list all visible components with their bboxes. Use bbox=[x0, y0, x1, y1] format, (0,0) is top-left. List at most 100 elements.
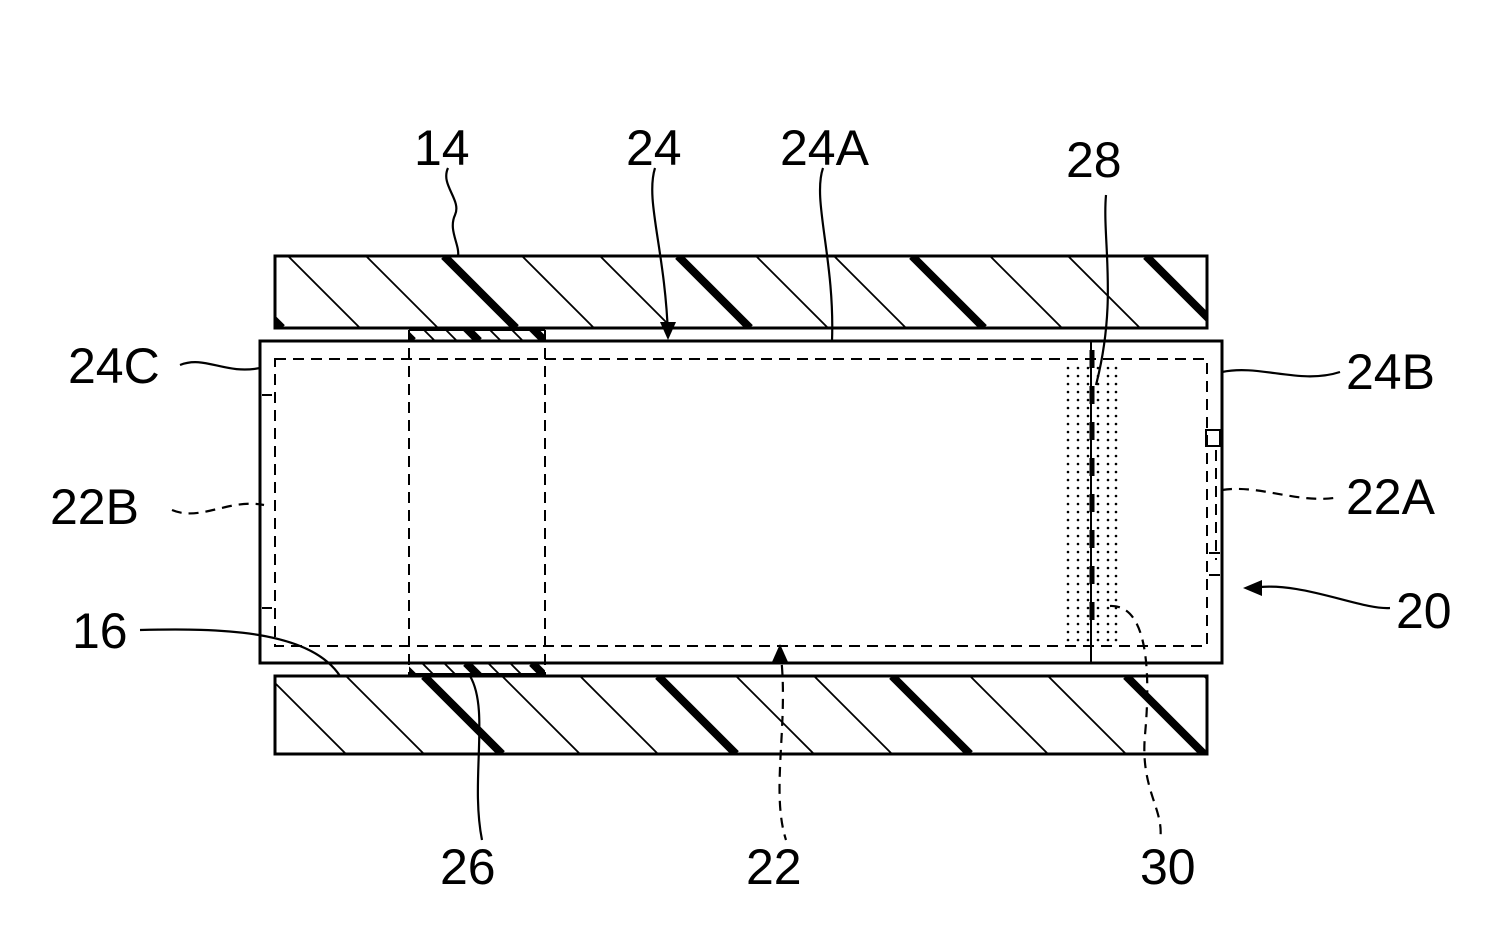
dot bbox=[1115, 399, 1118, 402]
label-24B: 24B bbox=[1346, 344, 1435, 400]
dot bbox=[1077, 471, 1080, 474]
dot bbox=[1067, 615, 1070, 618]
label-30: 30 bbox=[1140, 839, 1196, 895]
dot bbox=[1087, 423, 1090, 426]
dot bbox=[1067, 527, 1070, 530]
dot bbox=[1087, 575, 1090, 578]
dot bbox=[1115, 543, 1118, 546]
dot bbox=[1107, 535, 1110, 538]
dot bbox=[1115, 567, 1118, 570]
dot bbox=[1067, 551, 1070, 554]
dot bbox=[1087, 639, 1090, 642]
dot bbox=[1107, 455, 1110, 458]
dot bbox=[1067, 391, 1070, 394]
dot bbox=[1077, 391, 1080, 394]
dot bbox=[1115, 559, 1118, 562]
dot bbox=[1077, 447, 1080, 450]
dot bbox=[1087, 439, 1090, 442]
dot bbox=[1097, 503, 1100, 506]
hatch-line bbox=[444, 256, 516, 328]
dot bbox=[1115, 599, 1118, 602]
dot bbox=[1097, 519, 1100, 522]
pad-region-26 bbox=[409, 330, 545, 676]
label-16: 16 bbox=[72, 603, 128, 659]
dot bbox=[1097, 447, 1100, 450]
dot bbox=[1087, 391, 1090, 394]
dot bbox=[1107, 495, 1110, 498]
hatch-line bbox=[288, 256, 360, 328]
dot bbox=[1077, 559, 1080, 562]
dot bbox=[1077, 567, 1080, 570]
dot bbox=[1087, 535, 1090, 538]
dot bbox=[1097, 623, 1100, 626]
dot bbox=[1097, 535, 1100, 538]
dot bbox=[1087, 623, 1090, 626]
dot bbox=[1097, 391, 1100, 394]
dot bbox=[1097, 543, 1100, 546]
dot bbox=[1097, 599, 1100, 602]
hatch-line bbox=[210, 256, 282, 328]
lower-plate-16 bbox=[190, 676, 1282, 754]
hatch-line bbox=[1204, 676, 1282, 754]
dot bbox=[1077, 487, 1080, 490]
label-26: 26 bbox=[440, 839, 496, 895]
dot bbox=[1107, 567, 1110, 570]
dot bbox=[1107, 479, 1110, 482]
hatch-line bbox=[502, 676, 580, 754]
dot bbox=[1067, 455, 1070, 458]
dot bbox=[1107, 551, 1110, 554]
dot bbox=[1087, 407, 1090, 410]
dot bbox=[1067, 599, 1070, 602]
hatch-line bbox=[522, 256, 594, 328]
dot bbox=[1115, 415, 1118, 418]
left-terminal-22B bbox=[262, 395, 272, 608]
dot bbox=[1077, 599, 1080, 602]
dot bbox=[1067, 519, 1070, 522]
dot bbox=[1107, 591, 1110, 594]
dot bbox=[1107, 423, 1110, 426]
dot bbox=[1115, 383, 1118, 386]
dot bbox=[1115, 575, 1118, 578]
hatch-line bbox=[658, 676, 736, 754]
hatch-line bbox=[554, 663, 567, 676]
dot bbox=[1087, 615, 1090, 618]
label-24: 24 bbox=[626, 120, 682, 176]
dot bbox=[1115, 495, 1118, 498]
dot bbox=[1107, 415, 1110, 418]
dot bbox=[1107, 623, 1110, 626]
dot bbox=[1067, 567, 1070, 570]
dot bbox=[1087, 375, 1090, 378]
hatch-line bbox=[892, 676, 970, 754]
dot bbox=[1107, 599, 1110, 602]
right-terminal-22A bbox=[1206, 430, 1220, 575]
dot bbox=[1077, 519, 1080, 522]
dot bbox=[1107, 527, 1110, 530]
hatch-line bbox=[834, 256, 906, 328]
dot bbox=[1115, 551, 1118, 554]
dot bbox=[1077, 623, 1080, 626]
dot bbox=[1097, 615, 1100, 618]
dot bbox=[1067, 511, 1070, 514]
dot bbox=[1115, 631, 1118, 634]
label-24A: 24A bbox=[780, 120, 870, 176]
dot bbox=[1067, 487, 1070, 490]
dot bbox=[1087, 495, 1090, 498]
dot bbox=[1097, 551, 1100, 554]
dot bbox=[1115, 479, 1118, 482]
dot bbox=[1107, 615, 1110, 618]
dot bbox=[1107, 391, 1110, 394]
label-22A: 22A bbox=[1346, 469, 1436, 525]
label-22B: 22B bbox=[50, 479, 139, 535]
dot bbox=[1087, 463, 1090, 466]
dot bbox=[1087, 447, 1090, 450]
dot bbox=[1107, 447, 1110, 450]
dot bbox=[1115, 431, 1118, 434]
dot bbox=[1067, 639, 1070, 642]
dot bbox=[1067, 407, 1070, 410]
dot bbox=[1077, 639, 1080, 642]
dot bbox=[1067, 399, 1070, 402]
dot bbox=[1077, 479, 1080, 482]
hatch-line bbox=[554, 328, 567, 341]
dot bbox=[1097, 431, 1100, 434]
dot bbox=[1087, 607, 1090, 610]
